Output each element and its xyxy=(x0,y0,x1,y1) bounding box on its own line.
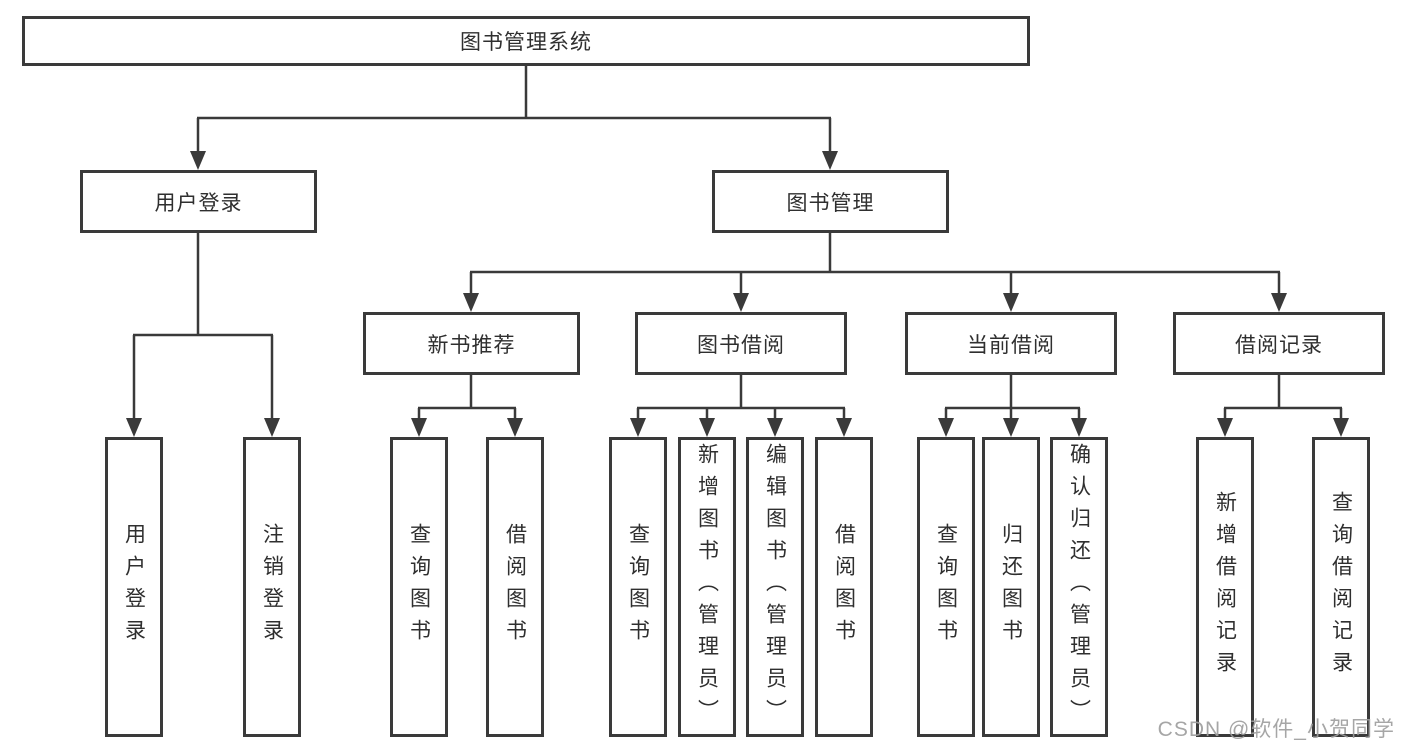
leaf-logout: 注销登录 xyxy=(243,437,301,737)
leaf-borrow-books-recommend: 借阅图书 xyxy=(486,437,544,737)
leaf-add-borrow-record-label: 新增借阅记录 xyxy=(1213,491,1237,683)
node-user-login-label: 用户登录 xyxy=(154,191,243,215)
node-book-management: 图书管理 xyxy=(712,170,949,233)
leaf-borrow-books-label: 借阅图书 xyxy=(832,523,856,651)
leaf-query-books-recommend-label: 查询图书 xyxy=(407,523,431,651)
node-book-borrow: 图书借阅 xyxy=(635,312,847,375)
leaf-query-books-recommend: 查询图书 xyxy=(390,437,448,737)
node-borrow-records: 借阅记录 xyxy=(1173,312,1385,375)
leaf-confirm-return-admin-label: 确认归还（管理员） xyxy=(1067,443,1091,731)
leaf-confirm-return-admin: 确认归还（管理员） xyxy=(1050,437,1108,737)
leaf-query-borrow-record: 查询借阅记录 xyxy=(1312,437,1370,737)
node-book-management-label: 图书管理 xyxy=(786,191,875,215)
leaf-add-borrow-record: 新增借阅记录 xyxy=(1196,437,1254,737)
leaf-query-books-borrow: 查询图书 xyxy=(609,437,667,737)
leaf-query-books-current-label: 查询图书 xyxy=(934,523,958,651)
node-root: 图书管理系统 xyxy=(22,16,1030,66)
node-current-borrow: 当前借阅 xyxy=(905,312,1117,375)
leaf-query-books-current: 查询图书 xyxy=(917,437,975,737)
leaf-add-book-admin: 新增图书（管理员） xyxy=(678,437,736,737)
node-book-borrow-label: 图书借阅 xyxy=(697,333,785,357)
node-current-borrow-label: 当前借阅 xyxy=(967,333,1055,357)
leaf-edit-book-admin: 编辑图书（管理员） xyxy=(746,437,804,737)
leaf-return-book-label: 归还图书 xyxy=(999,523,1023,651)
leaf-user-login-label: 用户登录 xyxy=(122,523,146,651)
leaf-query-borrow-record-label: 查询借阅记录 xyxy=(1329,491,1353,683)
leaf-return-book: 归还图书 xyxy=(982,437,1040,737)
leaf-borrow-books-recommend-label: 借阅图书 xyxy=(503,523,527,651)
leaf-borrow-books: 借阅图书 xyxy=(815,437,873,737)
node-user-login: 用户登录 xyxy=(80,170,317,233)
leaf-add-book-admin-label: 新增图书（管理员） xyxy=(695,443,719,731)
node-new-book-recommend-label: 新书推荐 xyxy=(427,333,516,357)
leaf-logout-label: 注销登录 xyxy=(260,523,284,651)
csdn-watermark: CSDN @软件_小贺同学 xyxy=(1157,718,1395,741)
leaf-user-login: 用户登录 xyxy=(105,437,163,737)
leaf-query-books-borrow-label: 查询图书 xyxy=(626,523,650,651)
node-borrow-records-label: 借阅记录 xyxy=(1235,333,1323,357)
leaf-edit-book-admin-label: 编辑图书（管理员） xyxy=(763,443,787,731)
node-root-label: 图书管理系统 xyxy=(460,31,592,54)
node-new-book-recommend: 新书推荐 xyxy=(363,312,580,375)
